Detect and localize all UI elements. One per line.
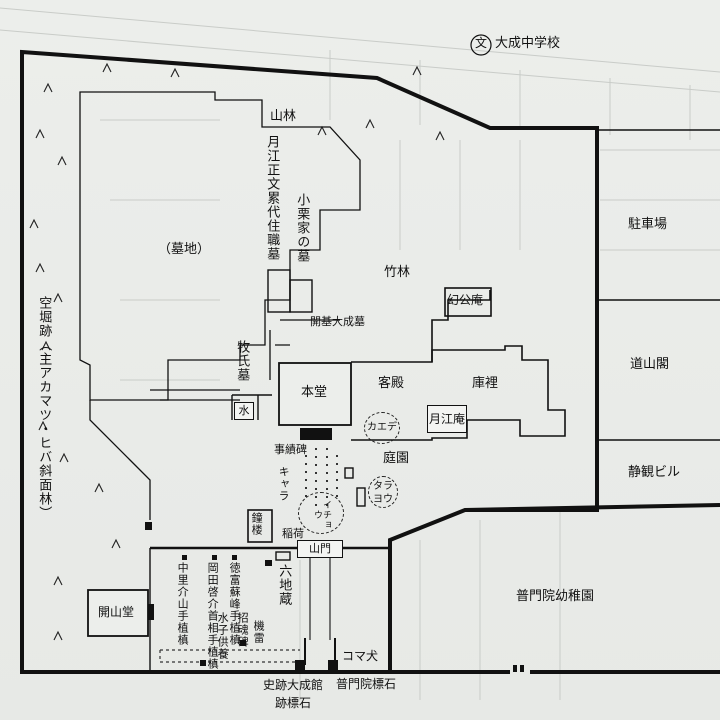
kuri-label: 庫裡 xyxy=(472,376,499,391)
maki-tomb-label: 牧氏墓 xyxy=(234,340,250,382)
kyakuden-outline xyxy=(351,345,566,441)
dry-moat-label: 空堀跡（主アカマツ・ヒバ斜面林） xyxy=(36,296,52,520)
shoro-label: 鐘楼 xyxy=(250,512,264,536)
fumonin-stone-label: 普門院標石 xyxy=(336,677,397,691)
shokon-label: 招魂碑 xyxy=(236,612,250,648)
teien-label: 庭園 xyxy=(383,451,410,466)
cemetery-boundary xyxy=(79,91,361,401)
parking-label: 駐車場 xyxy=(628,217,668,232)
tarayo-label: タラヨウ xyxy=(368,476,398,508)
kaizando-outline xyxy=(87,589,149,637)
background-streets xyxy=(0,7,720,700)
oguri-tomb-label: 小栗家の墓 xyxy=(294,193,310,263)
genkoan-label: 幻公庵 xyxy=(447,293,484,307)
chikurin-label: 竹林 xyxy=(384,265,411,280)
rokujizo-label: 六地蔵 xyxy=(276,564,292,606)
getsuko-tomb-label: 月江正文累代住職墓 xyxy=(264,135,280,261)
kindergarten-label: 普門院幼稚園 xyxy=(516,589,595,604)
sanrin-label: 山林 xyxy=(270,109,297,124)
tokutomi-label: 徳富蘇峰手植槙 xyxy=(228,562,242,646)
school-symbol: 文 xyxy=(475,36,488,50)
icho-label: イチョウ xyxy=(298,492,344,534)
kyakuden-label: 客殿 xyxy=(378,376,405,391)
shiseki-stone-label: 史跡大成館跡標石 xyxy=(262,678,323,710)
mizu-label: 水 xyxy=(234,402,254,420)
cemetery-label: （墓地） xyxy=(158,242,211,257)
kyara-label: キャラ xyxy=(277,466,291,502)
school-label: 大成中学校 xyxy=(495,36,561,51)
hondo-outline xyxy=(278,362,352,426)
sanmon-label: 山門 xyxy=(297,540,343,558)
kaiki-tomb-label: 開基大成墓 xyxy=(310,315,365,328)
mizuko-label: 水子供養 xyxy=(216,612,230,660)
kirai-label: 機雷 xyxy=(252,620,266,644)
kindergarten-boundary xyxy=(464,503,720,512)
okada-label: 岡田啓介首相手植槙 xyxy=(206,562,220,670)
seikan-bldg-label: 静観ビル xyxy=(628,465,681,480)
inari-label: 稲荷 xyxy=(282,527,304,540)
nakamura-label: 中里介山手植槙 xyxy=(176,562,190,646)
jisekihi-label: 事績碑 xyxy=(274,443,307,456)
memorial-markers xyxy=(145,522,338,670)
tree-symbols xyxy=(29,62,445,641)
dozankaku-label: 道山閣 xyxy=(630,357,670,372)
gekkoan-label: 月江庵 xyxy=(427,405,467,433)
kaizando-label: 開山堂 xyxy=(97,605,134,619)
kaede-label: カエデ xyxy=(364,412,400,444)
hondo-label: 本堂 xyxy=(301,385,328,400)
komainu-label: コマ犬 xyxy=(342,649,379,663)
